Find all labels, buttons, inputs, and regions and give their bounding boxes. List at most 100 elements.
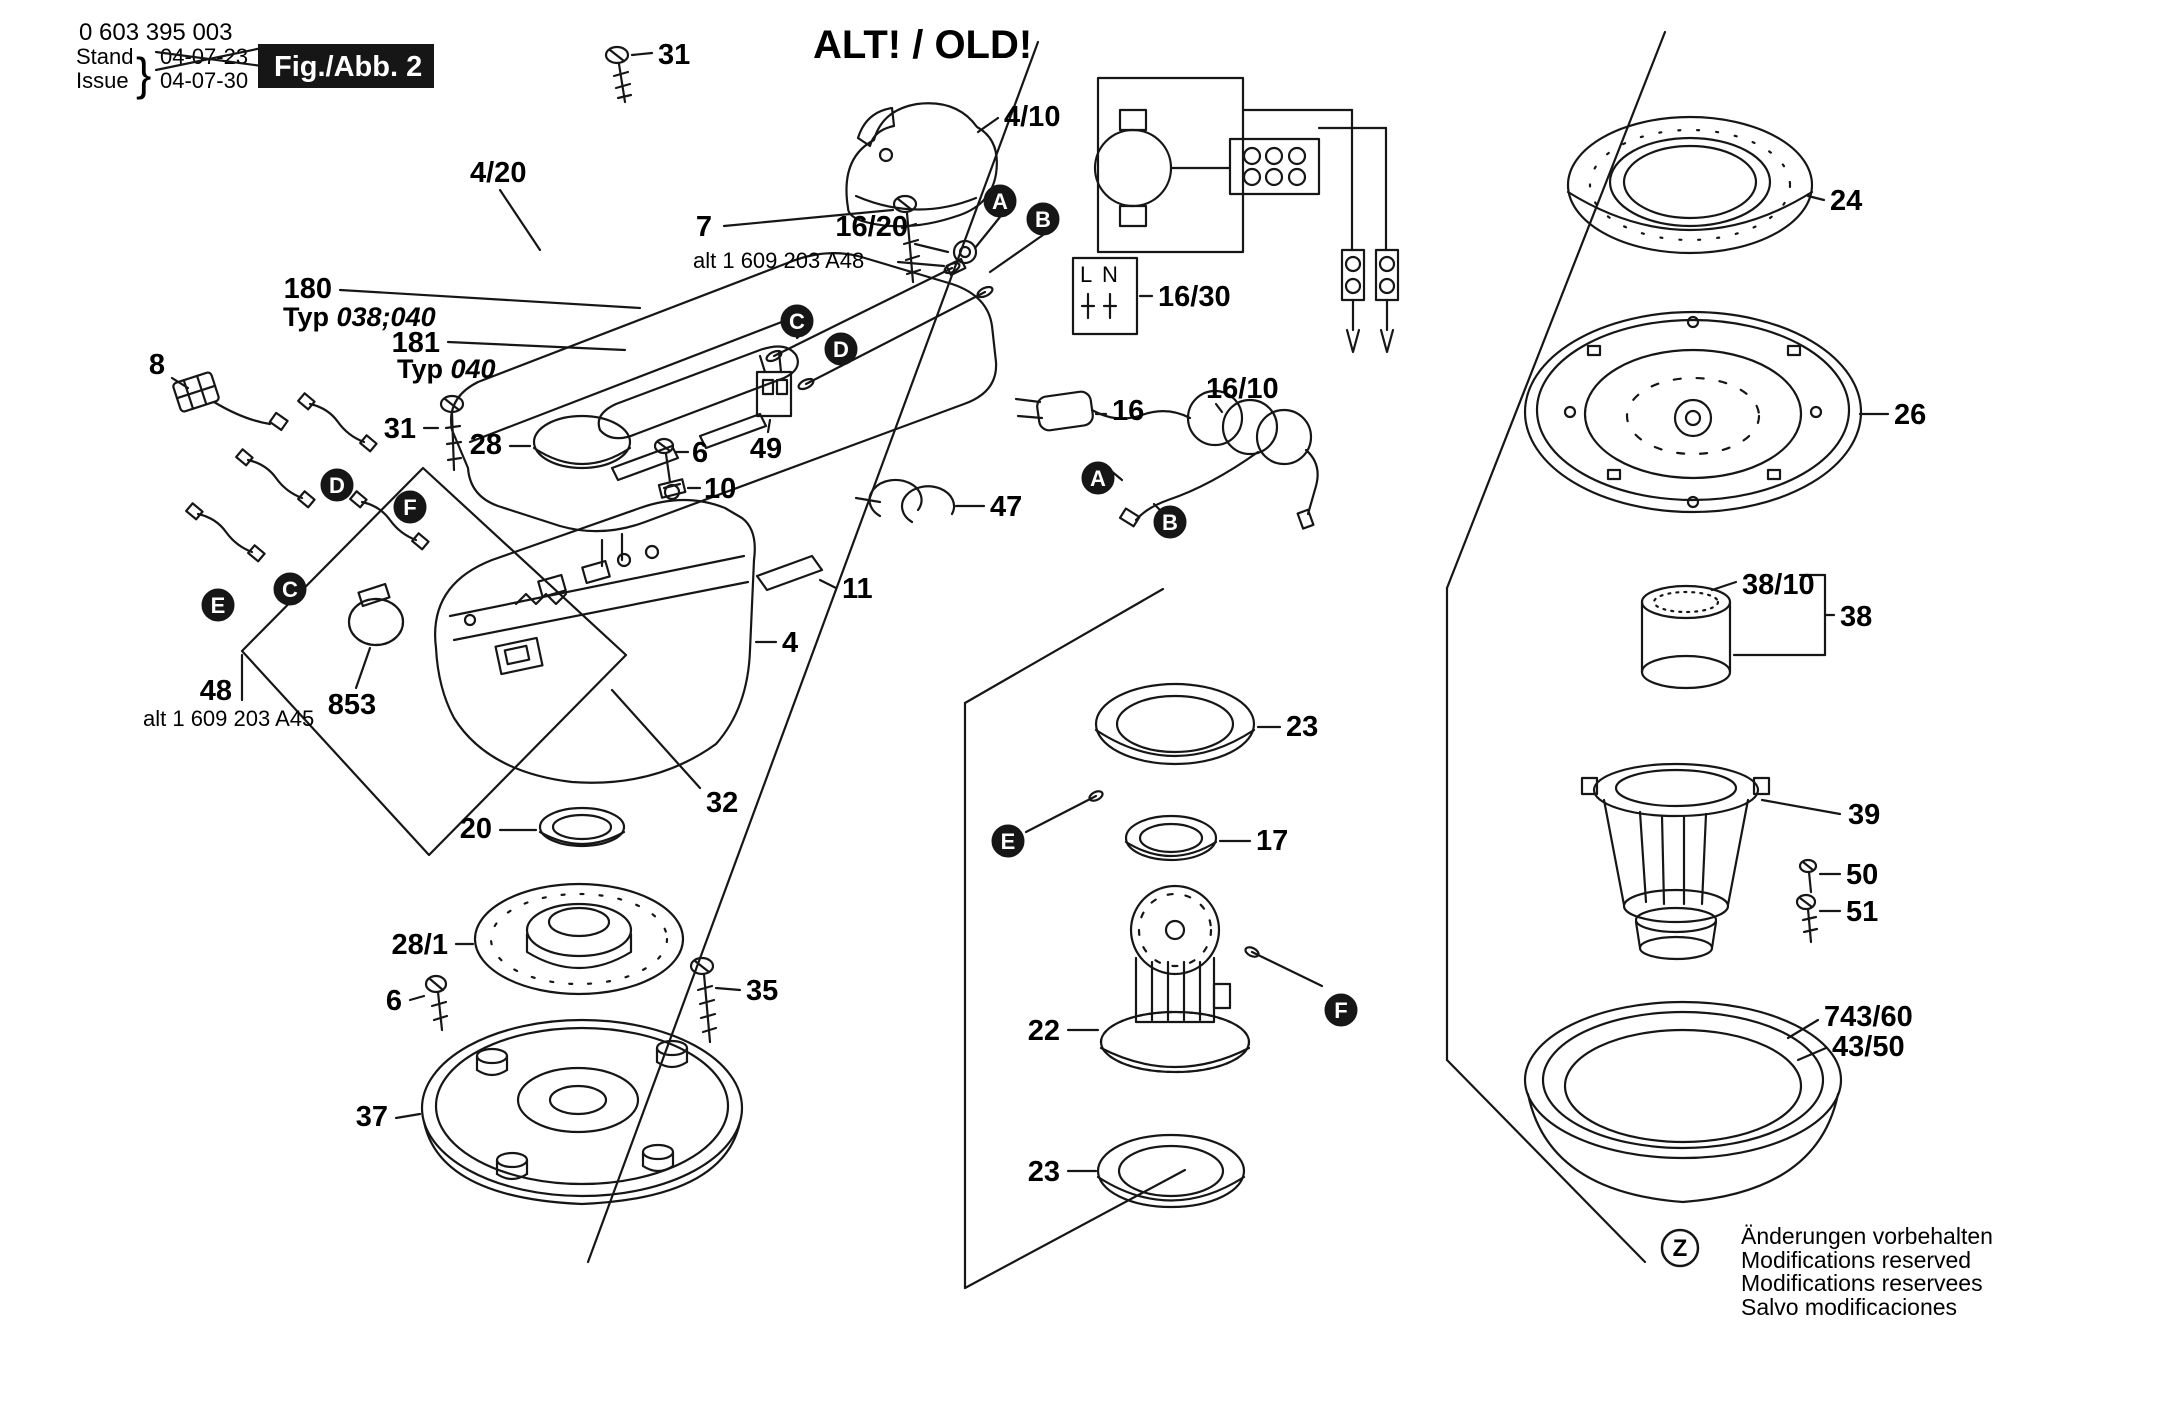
callout-d-1: D [824, 332, 858, 366]
callout-a-2: A [1081, 461, 1115, 495]
part-label-35: 35 [746, 975, 778, 1007]
part-label-37: 37 [356, 1101, 388, 1133]
cable-group-drawing [170, 371, 430, 563]
callout-f-1: F [393, 490, 427, 524]
svg-text:B: B [1162, 510, 1178, 535]
svg-text:C: C [789, 309, 805, 334]
part-16-10-cord-drawing [1108, 389, 1319, 530]
date-brace: } [136, 48, 151, 100]
part-label-24: 24 [1830, 185, 1862, 217]
part-47-drawing [854, 478, 986, 524]
part-4-20-drawing [449, 188, 998, 533]
stand-date: 04-07-23 [160, 44, 248, 69]
part-24-drawing [1566, 115, 1826, 255]
callout-b-2: B [1153, 505, 1187, 539]
screw-35-drawing [689, 956, 742, 1044]
pin-f-drawing [1244, 946, 1324, 988]
screw-6-mid-drawing [653, 437, 690, 484]
part-label-23-bot: 23 [1028, 1156, 1060, 1188]
cable-piece [297, 392, 378, 453]
part-49-drawing [755, 350, 793, 434]
part-38-10-drawing [1640, 573, 1836, 690]
part-28-1-drawing [454, 882, 685, 996]
part-label-11: 11 [842, 573, 873, 605]
callout-f-2: F [1324, 993, 1358, 1027]
caster-boss [641, 1143, 675, 1173]
callout-z: Z [1660, 1228, 1700, 1268]
part-4-10-drawing [845, 102, 1000, 228]
stand-label: Stand [76, 44, 134, 69]
part-label-16-10: 16/10 [1206, 373, 1279, 405]
part-label-6-mid: 6 [692, 437, 708, 469]
part-37-drawing [394, 1018, 744, 1206]
part-4-drawing [434, 498, 778, 790]
part-label-47: 47 [990, 491, 1022, 523]
part-23-top-drawing [1094, 682, 1282, 766]
part-label-26: 26 [1894, 399, 1926, 431]
header-block: 0 603 395 003 Stand Issue } 04-07-23 04-… [76, 19, 1032, 100]
section-boundary-lines [240, 30, 1667, 1290]
footer-note-en: Modifications reserved [1741, 1247, 1971, 1273]
part-label-180: 180 [284, 273, 332, 305]
part-39-drawing [1580, 762, 1842, 961]
svg-text:F: F [403, 495, 416, 520]
figure-label-box [258, 44, 434, 88]
part-20-drawing [498, 806, 626, 848]
wiring-n-label: N [1102, 262, 1118, 287]
callout-c-1: C [780, 304, 814, 338]
part-label-4-20: 4/20 [470, 157, 526, 189]
diagram-title: ALT! / OLD! [813, 23, 1032, 67]
cable-piece [185, 502, 266, 563]
wiring-schematic-drawing [1093, 76, 1400, 354]
document-part-number: 0 603 395 003 [79, 19, 232, 46]
part-label-38: 38 [1840, 601, 1872, 633]
part-label-16-20: 16/20 [835, 211, 908, 243]
part-label-743-60: 743/60 [1824, 1001, 1913, 1033]
cable-piece [235, 448, 316, 509]
footer-note-fr: Modifications reservees [1741, 1270, 1983, 1296]
part-typ-181: Typ 040 [397, 354, 496, 384]
part-label-4-10: 4/10 [1004, 101, 1060, 133]
part-43-50-drawing [1523, 1000, 1843, 1204]
part-label-50: 50 [1846, 859, 1878, 891]
callout-b-1: B [1026, 202, 1060, 236]
svg-text:F: F [1334, 998, 1347, 1023]
caster-boss [495, 1151, 529, 1181]
part-label-10: 10 [704, 473, 736, 505]
footer-note-de: Änderungen vorbehalten [1741, 1223, 1993, 1249]
screw-31-top-drawing [604, 45, 654, 104]
callout-c-2: C [273, 572, 307, 606]
part-label-49: 49 [750, 433, 782, 465]
part-label-181: 181 [392, 327, 440, 359]
svg-text:Z: Z [1673, 1235, 1688, 1262]
cable-piece [349, 490, 430, 551]
svg-text:E: E [211, 593, 226, 618]
part-label-16: 16 [1112, 395, 1144, 427]
part-label-16-30: 16/30 [1158, 281, 1231, 313]
part-label-32: 32 [706, 787, 738, 819]
part-853-drawing [347, 582, 405, 690]
screw-31-left-drawing [422, 394, 465, 472]
part-label-853: 853 [328, 689, 376, 721]
issue-label: Issue [76, 68, 129, 93]
alt-ref-a48: alt 1 609 203 A48 [693, 248, 864, 273]
part-17-drawing [1124, 814, 1252, 862]
part-22-motor-drawing [1066, 884, 1251, 1074]
wiring-l-label: L [1080, 262, 1092, 287]
part-typ-180: Typ 038;040 [283, 302, 436, 332]
part-10-drawing [657, 478, 702, 499]
svg-text:B: B [1035, 207, 1051, 232]
part-label-23-top: 23 [1286, 711, 1318, 743]
part-16-drawing [1014, 390, 1192, 432]
callout-a-1: A [983, 184, 1017, 218]
part-label-22: 22 [1028, 1015, 1060, 1047]
part-label-31-left: 31 [384, 413, 416, 445]
pin-e-drawing [1024, 790, 1104, 834]
part-label-39: 39 [1848, 799, 1880, 831]
screw-51-drawing [1795, 893, 1842, 944]
caster-boss [475, 1047, 509, 1077]
svg-text:A: A [992, 189, 1008, 214]
part-label-31-top: 31 [658, 39, 690, 71]
